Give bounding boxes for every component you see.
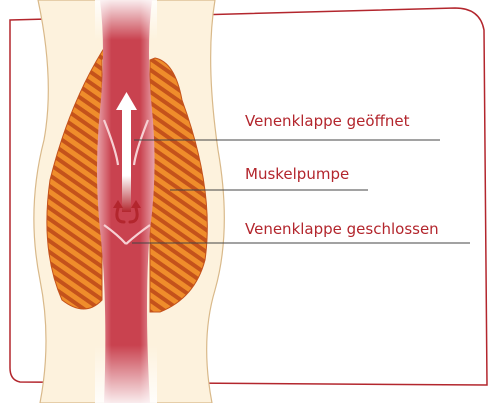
label-muscle-pump: Muskelpumpe [245,165,349,183]
label-valve-open: Venenklappe geöffnet [245,112,410,130]
label-valve-closed: Venenklappe geschlossen [245,220,439,238]
